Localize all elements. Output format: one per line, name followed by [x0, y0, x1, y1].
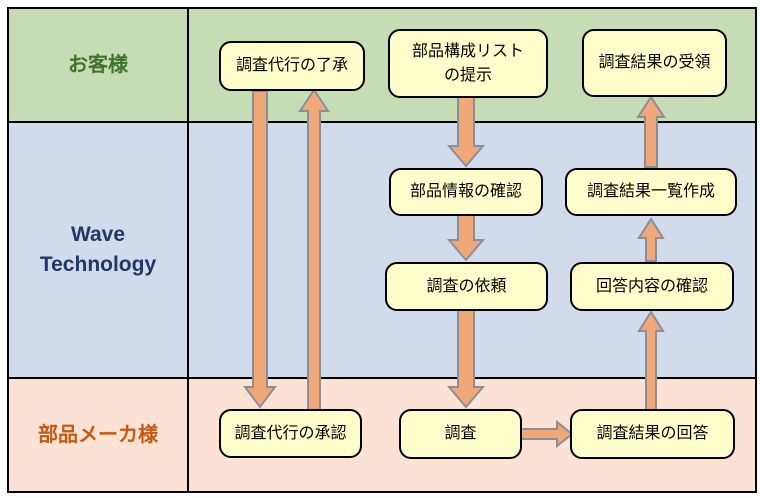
node-survey: 調査 — [399, 409, 522, 459]
node-create-results-list: 調査結果一覧作成 — [565, 168, 737, 216]
lane-divider-vertical — [187, 379, 189, 491]
node-confirm-parts-info: 部品情報の確認 — [389, 168, 543, 216]
node-answer-results: 調査結果の回答 — [570, 409, 735, 459]
lane-label-parts-maker: 部品メーカ様 — [38, 423, 158, 446]
lane-divider-wave-maker — [9, 377, 755, 379]
lane-label-wave-technology: Wave Technology — [39, 222, 157, 276]
lane-divider-vertical — [187, 9, 189, 121]
node-present-parts-list: 部品構成リスト の提示 — [388, 29, 548, 98]
node-request-survey: 調査の依頼 — [385, 262, 548, 311]
lane-label-customer: お客様 — [68, 53, 128, 76]
lane-body-wave-technology — [189, 123, 755, 377]
lane-header-wave-technology: Wave Technology — [9, 123, 187, 377]
node-approve-agency: 調査代行の承認 — [219, 409, 362, 458]
lane-header-customer: お客様 — [9, 9, 187, 121]
lane-divider-customer-wave — [9, 121, 755, 123]
node-approve-request: 調査代行の了承 — [219, 41, 365, 91]
lane-divider-vertical — [187, 123, 189, 377]
node-confirm-answers: 回答内容の確認 — [570, 262, 734, 311]
lane-header-parts-maker: 部品メーカ様 — [9, 379, 187, 491]
node-receive-results: 調査結果の受領 — [582, 29, 727, 97]
